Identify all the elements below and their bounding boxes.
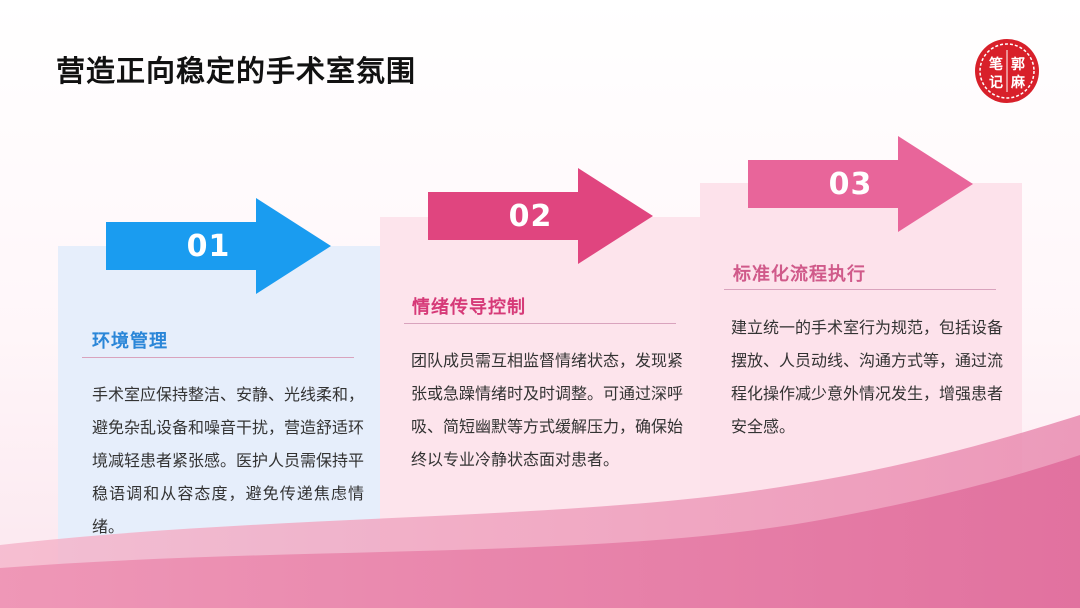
svg-text:记: 记 xyxy=(989,75,1003,91)
card-body-emotion: 团队成员需互相监督情绪状态，发现紧张或急躁情绪时及时调整。可通过深呼吸、简短幽默… xyxy=(411,351,684,469)
slide-title: 营造正向稳定的手术室氛围 xyxy=(56,54,417,88)
svg-text:麻: 麻 xyxy=(1010,74,1026,91)
card-divider xyxy=(82,357,354,358)
svg-text:笔: 笔 xyxy=(989,56,1003,73)
card-divider xyxy=(724,289,996,290)
step-number-03: 03 xyxy=(828,166,873,202)
seal-logo: 郭 麻 笔 记 xyxy=(972,36,1042,106)
card-heading-process: 标准化流程执行 xyxy=(733,264,866,285)
card-heading-environment: 环境管理 xyxy=(92,331,168,352)
card-body-process: 建立统一的手术室行为规范，包括设备摆放、人员动线、沟通方式等，通过流程化操作减少… xyxy=(731,318,1004,436)
step-number-02: 02 xyxy=(508,198,553,234)
step-arrow-03: 03 xyxy=(748,136,973,232)
step-number-01: 01 xyxy=(186,228,231,264)
step-arrow-01: 01 xyxy=(106,198,331,294)
step-arrow-02: 02 xyxy=(428,168,653,264)
card-body-environment: 手术室应保持整洁、安静、光线柔和，避免杂乱设备和噪音干扰，营造舒适环境减轻患者紧… xyxy=(92,385,365,536)
card-divider xyxy=(404,323,676,324)
card-heading-emotion: 情绪传导控制 xyxy=(412,297,526,318)
svg-text:郭: 郭 xyxy=(1011,56,1025,73)
